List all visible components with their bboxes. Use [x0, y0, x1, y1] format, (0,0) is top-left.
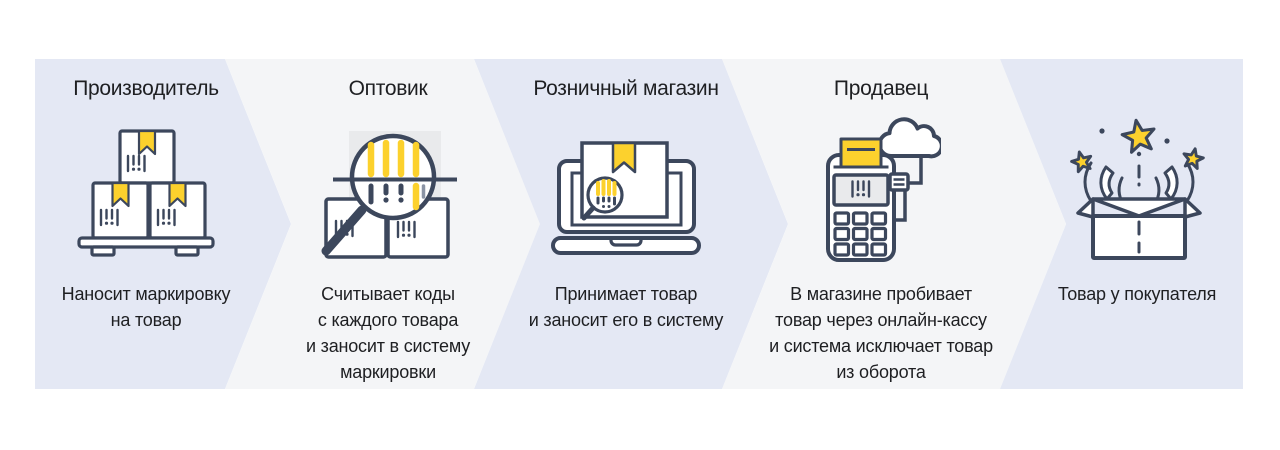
section-title: Производитель — [73, 77, 219, 100]
section-manufacturer: Производитель — [21, 59, 271, 389]
section-caption: Товар у покупателя — [1057, 284, 1217, 304]
section-seller: Продавец — [756, 59, 1006, 389]
section-retail-store: Розничный магазин Принимает товар и зано… — [501, 59, 751, 389]
barcode-magnifier-icon — [321, 130, 457, 259]
icon-box — [21, 107, 271, 281]
section-caption: В магазине пробивает товар через онлайн-… — [769, 284, 993, 382]
open-box-stars-icon — [1067, 115, 1206, 260]
icon-box — [756, 107, 1006, 281]
section-title: Оптовик — [348, 77, 428, 100]
section-caption: Наносит маркировку на товар — [61, 284, 231, 330]
pallet-boxes-icon — [77, 129, 215, 257]
section-buyer: Товар у покупателя — [1012, 59, 1262, 389]
section-caption: Считывает коды с каждого товара и заноси… — [305, 284, 471, 382]
pos-terminal-cloud-icon — [826, 117, 941, 262]
icon-box — [501, 107, 751, 281]
section-title: Продавец — [833, 77, 929, 100]
section-wholesaler: Оптовик Считывает коды с — [263, 59, 513, 389]
laptop-box-icon — [551, 141, 701, 255]
section-caption: Принимает товар и заносит его в систему — [528, 284, 724, 330]
icon-box — [1012, 107, 1262, 281]
icon-box — [263, 107, 513, 281]
section-title: Розничный магазин — [533, 77, 719, 100]
